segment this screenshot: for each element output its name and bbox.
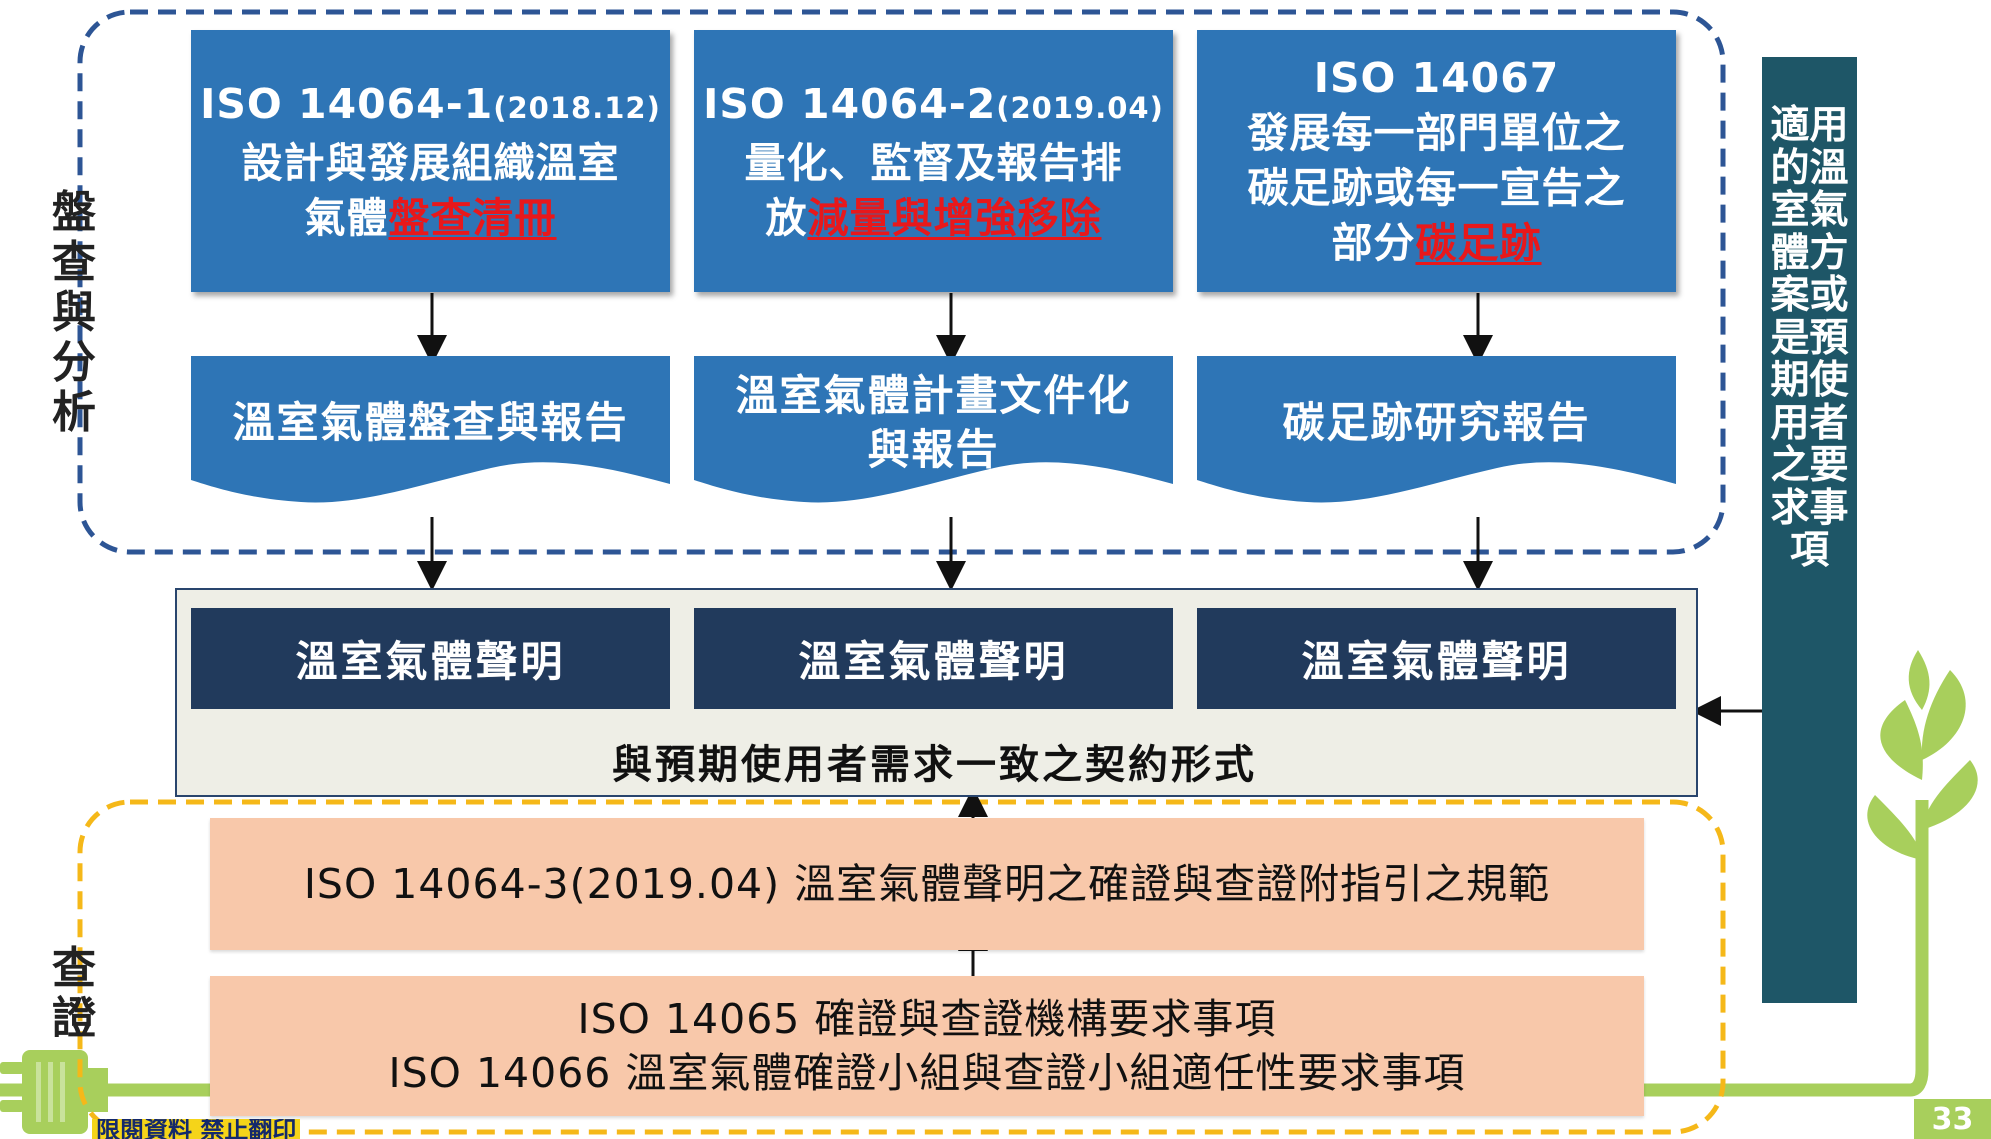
- ghg-declaration-box-1: 溫室氣體聲明: [191, 608, 670, 709]
- iso-14064-2-box: ISO 14064-2(2019.04) 量化、監督及報告排 放減量與增強移除: [694, 30, 1173, 292]
- iso-14065-14066-box: ISO 14065 確證與查證機構要求事項 ISO 14066 溫室氣體確證小組…: [210, 976, 1644, 1116]
- iso-14064-2-code: ISO 14064-2: [703, 79, 997, 128]
- iso-14066-text: ISO 14066 溫室氣體確證小組與查證小組適任性要求事項: [388, 1049, 1466, 1097]
- iso-14064-1-date: (2018.12): [493, 90, 661, 125]
- iso-14064-3-box: ISO 14064-3(2019.04) 溫室氣體聲明之確證與查證附指引之規範: [210, 818, 1644, 950]
- ghg-declaration-box-3: 溫室氣體聲明: [1197, 608, 1676, 709]
- iso-14064-1-box: ISO 14064-1(2018.12) 設計與發展組織溫室 氣體盤查清冊: [191, 30, 670, 292]
- iso-14067-desc-line1: 發展每一部門單位之: [1247, 109, 1626, 157]
- ghg-declaration-box-2: 溫室氣體聲明: [694, 608, 1173, 709]
- applicable-requirements-bar: 適用的溫室氣體方案或是預期使用者之要求事項: [1762, 57, 1857, 1003]
- iso-14064-1-highlight: 盤查清冊: [388, 193, 557, 242]
- contract-form-text: 與預期使用者需求一致之契約形式: [612, 742, 1257, 788]
- report-carbon-footprint-line1: 碳足跡研究報告: [1282, 398, 1591, 447]
- iso-14067-desc-prefix: 部分: [1331, 219, 1416, 267]
- iso-14064-2-desc-prefix: 放: [765, 193, 808, 242]
- inventory-analysis-label: 盤查與分析: [52, 187, 96, 438]
- page-number: 33: [1914, 1099, 1991, 1139]
- iso-14064-2-desc-line1: 量化、監督及報告排: [744, 138, 1123, 187]
- report-project-line1: 溫室氣體計畫文件化: [735, 371, 1132, 420]
- inventory-region: [77, 9, 1726, 555]
- iso-14064-3-text: ISO 14064-3(2019.04) 溫室氣體聲明之確證與查證附指引之規範: [303, 860, 1551, 908]
- iso-14065-text: ISO 14065 確證與查證機構要求事項: [577, 995, 1277, 1043]
- iso-14067-desc-line2: 碳足跡或每一宣告之: [1247, 164, 1626, 212]
- iso-14067-box: ISO 14067 發展每一部門單位之 碳足跡或每一宣告之 部分碳足跡: [1197, 30, 1676, 292]
- iso-14064-2-highlight: 減量與增強移除: [807, 193, 1102, 242]
- iso-14064-1-desc-line1: 設計與發展組織溫室: [241, 138, 620, 187]
- iso-14064-2-date: (2019.04): [996, 90, 1164, 125]
- verification-region: [77, 799, 1726, 1135]
- report-inventory-line1: 溫室氣體盤查與報告: [232, 398, 629, 447]
- cable-line: [0, 800, 1929, 1097]
- iso-14067-code: ISO 14067: [1313, 54, 1560, 102]
- report-project-line2: 與報告: [867, 425, 1000, 474]
- iso-14067-highlight: 碳足跡: [1415, 219, 1542, 267]
- plant-icon: [1867, 650, 1978, 860]
- verification-label: 查證: [52, 943, 96, 1044]
- iso-14064-1-code: ISO 14064-1: [200, 79, 494, 128]
- iso-14064-1-desc-prefix: 氣體: [304, 193, 389, 242]
- restricted-notice: 限閱資料 禁止翻印: [92, 1119, 301, 1139]
